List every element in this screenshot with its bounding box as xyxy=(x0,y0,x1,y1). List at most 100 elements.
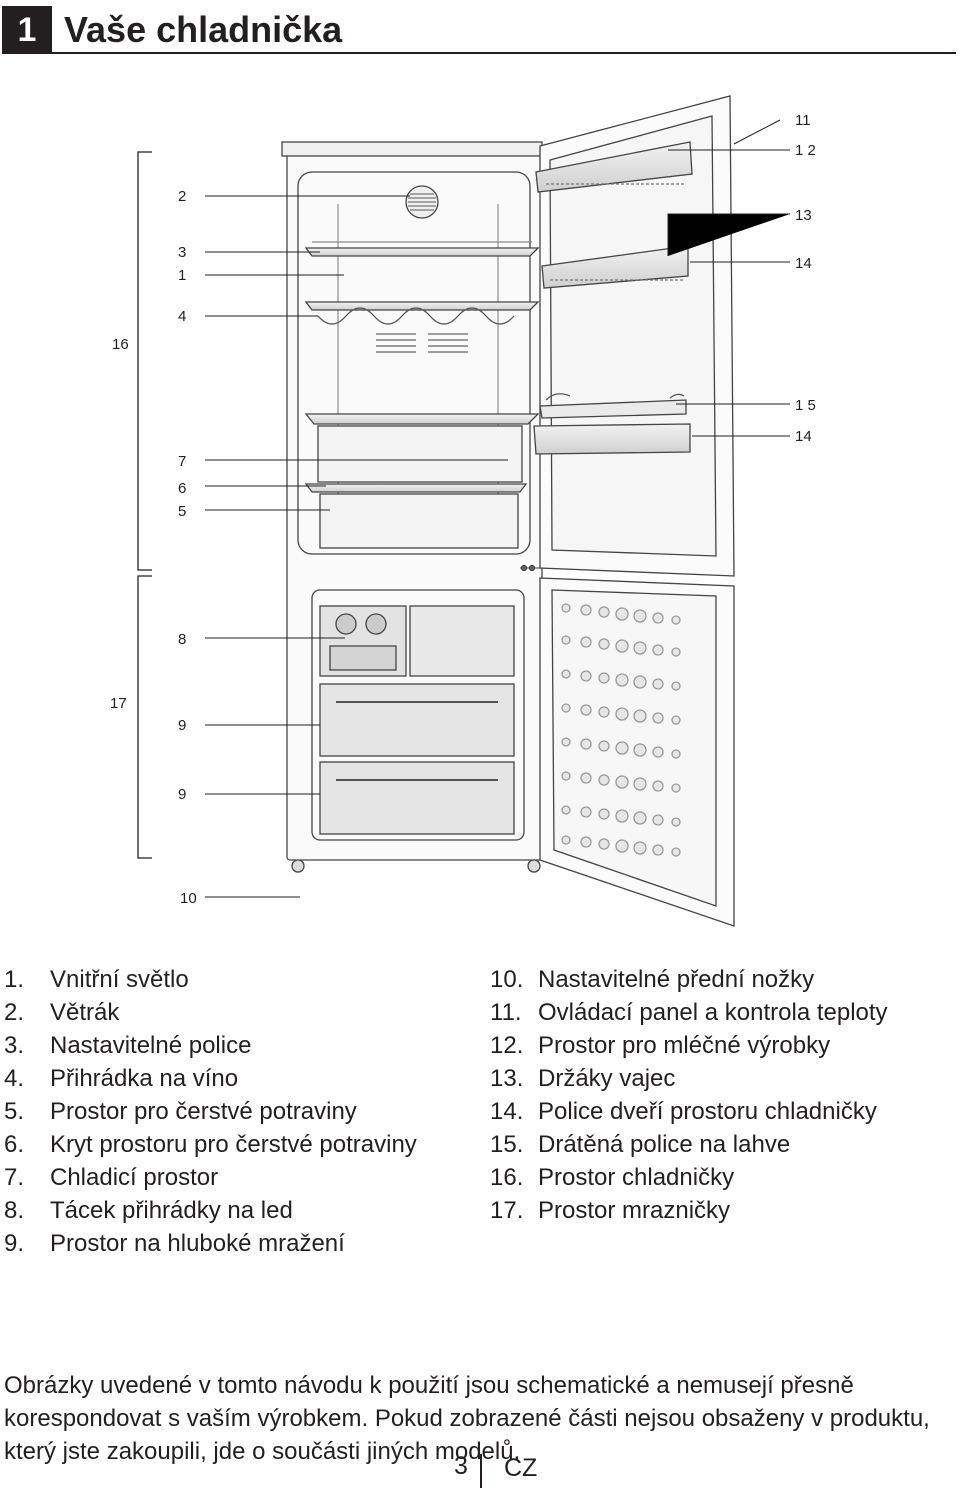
freezer-drawer-2 xyxy=(319,761,515,835)
callout-14a: 14 xyxy=(795,255,812,272)
legend-number: 2. xyxy=(4,999,25,1026)
legend-item: 2. Větrák xyxy=(4,996,474,1029)
callout-12: 1 2 xyxy=(795,142,816,159)
front-foot-left xyxy=(291,859,305,873)
ice-tray xyxy=(319,605,407,677)
legend-number: 3. xyxy=(4,1032,25,1059)
legend-number: 1. xyxy=(4,966,25,993)
callout-1: 1 xyxy=(178,267,186,284)
legend-number: 17. xyxy=(490,1197,524,1224)
legend-item: 6. Kryt prostoru pro čerstvé potraviny xyxy=(4,1128,474,1161)
freezer-top-drawer xyxy=(409,605,515,677)
callout-13: 13 xyxy=(795,207,812,224)
legend-number: 15. xyxy=(490,1131,524,1158)
legend-label: Prostor pro čerstvé potraviny xyxy=(50,1098,357,1125)
shelf-wine xyxy=(304,301,540,325)
legend-item: 5. Prostor pro čerstvé potraviny xyxy=(4,1095,474,1128)
freezer-drawer-1 xyxy=(319,683,515,757)
egg-holders xyxy=(541,245,689,289)
legend-number: 11. xyxy=(490,999,522,1026)
legend-label: Prostor mrazničky xyxy=(538,1197,731,1224)
disclaimer-text: Obrázky uvedené v tomto návodu k použití… xyxy=(4,1372,930,1465)
freezer-door-dimples xyxy=(561,603,681,857)
shelf-cooling xyxy=(304,413,540,483)
legend-label: Police dveří prostoru chladničky xyxy=(538,1098,877,1125)
legend-label: Kryt prostoru pro čerstvé potraviny xyxy=(50,1131,417,1158)
legend-label: Přihrádka na víno xyxy=(50,1065,239,1092)
legend-label: Nastavitelné police xyxy=(50,1032,252,1059)
legend-item: 14. Police dveří prostoru chladničky xyxy=(490,1095,950,1128)
legend-item: 7. Chladicí prostor xyxy=(4,1161,474,1194)
legend-item: 9.Prostor na hluboké mražení xyxy=(4,1227,474,1260)
legend-number: 4. xyxy=(4,1065,25,1092)
callout-17: 17 xyxy=(110,695,127,712)
legend-number: 12. xyxy=(490,1032,524,1059)
callout-3: 3 xyxy=(178,244,186,261)
legend-item: 12. Prostor pro mléčné výrobky xyxy=(490,1029,950,1062)
legend-right-column: 10. Nastavitelné přední nožky 11. Ovládací… xyxy=(490,963,950,1227)
callout-9a: 9 xyxy=(178,717,186,734)
callout-14b: 14 xyxy=(795,428,812,445)
cabinet-top xyxy=(281,141,543,157)
legend-number: 5. xyxy=(4,1098,25,1125)
footer-divider xyxy=(480,1454,482,1488)
fridge-compartment xyxy=(297,171,531,555)
fan xyxy=(405,185,439,219)
callout-2: 2 xyxy=(178,188,186,205)
bottle-shelf xyxy=(539,393,687,419)
legend-item: 8. Tácek přihrádky na led xyxy=(4,1194,474,1227)
legend-number: 10. xyxy=(490,966,524,993)
callout-16: 16 xyxy=(112,336,129,353)
legend-number: 13. xyxy=(490,1065,524,1092)
legend-item: 1. Vnitřní světlo xyxy=(4,963,474,996)
shelf-top xyxy=(304,241,540,257)
callout-7: 7 xyxy=(178,453,186,470)
legend-label: Drátěná police na lahve xyxy=(538,1131,791,1158)
freezer-compartment xyxy=(311,589,525,841)
callout-5: 5 xyxy=(178,503,186,520)
legend-item: 13. Držáky vajec xyxy=(490,1062,950,1095)
callout-9b: 9 xyxy=(178,786,186,803)
legend-label: Prostor chladničky xyxy=(538,1164,735,1191)
page-title: Vaše chladnička xyxy=(64,9,343,50)
language-code: CZ xyxy=(504,1454,538,1482)
legend-item: 3. Nastavitelné police xyxy=(4,1029,474,1062)
callout-6: 6 xyxy=(178,480,186,497)
legend-item: 4. Přihrádka na víno xyxy=(4,1062,474,1095)
callout-8: 8 xyxy=(178,631,186,648)
legend-number: 8. xyxy=(4,1197,25,1224)
door-shelf xyxy=(533,423,691,455)
legend-number: 6. xyxy=(4,1131,25,1158)
title-rule xyxy=(52,52,956,54)
legend-item: 16. Prostor chladničky xyxy=(490,1161,950,1194)
callout-4: 4 xyxy=(178,308,186,325)
chapter-number-badge: 1 xyxy=(2,6,52,54)
front-foot-right xyxy=(527,859,541,873)
legend-number: 16. xyxy=(490,1164,524,1191)
page-number: 3 xyxy=(454,1452,468,1480)
legend-label: Nastavitelné přední nožky xyxy=(538,966,815,993)
leader-lines xyxy=(205,119,790,898)
fridge-diagram: 2 3 1 4 16 7 6 5 8 17 9 9 10 11 1 2 13 1… xyxy=(110,95,816,927)
legend-label: Držáky vajec xyxy=(538,1065,676,1092)
legend-left-column: 1. Vnitřní světlo 2. Větrák 3. Nastavitelné… xyxy=(4,963,474,1260)
legend-item: 10. Nastavitelné přední nožky xyxy=(490,963,950,996)
page-footer: 3 CZ xyxy=(0,1452,960,1492)
legend-label: Tácek přihrádky na led xyxy=(50,1197,293,1224)
rear-vents xyxy=(376,333,468,353)
crisper-drawer xyxy=(304,483,528,549)
legend-item: 15. Drátěná police na lahve xyxy=(490,1128,950,1161)
legend-item: 11. Ovládací panel a kontrola teploty xyxy=(490,996,950,1029)
legend-item: 17. Prostor mrazničky xyxy=(490,1194,950,1227)
legend-label: Prostor pro mléčné výrobky xyxy=(538,1032,831,1059)
legend-label: Prostor na hluboké mražení xyxy=(50,1230,345,1257)
legend-label: Větrák xyxy=(50,999,120,1026)
legend-label: Ovládací panel a kontrola teploty xyxy=(538,999,888,1026)
callout-10: 10 xyxy=(180,890,197,907)
legend-number: 14. xyxy=(490,1098,524,1125)
dairy-compartment xyxy=(535,141,693,193)
callout-15: 1 5 xyxy=(795,397,816,414)
legend-label: Chladicí prostor xyxy=(50,1164,219,1191)
legend-label: Vnitřní světlo xyxy=(50,966,189,993)
legend-number: 7. xyxy=(4,1164,25,1191)
